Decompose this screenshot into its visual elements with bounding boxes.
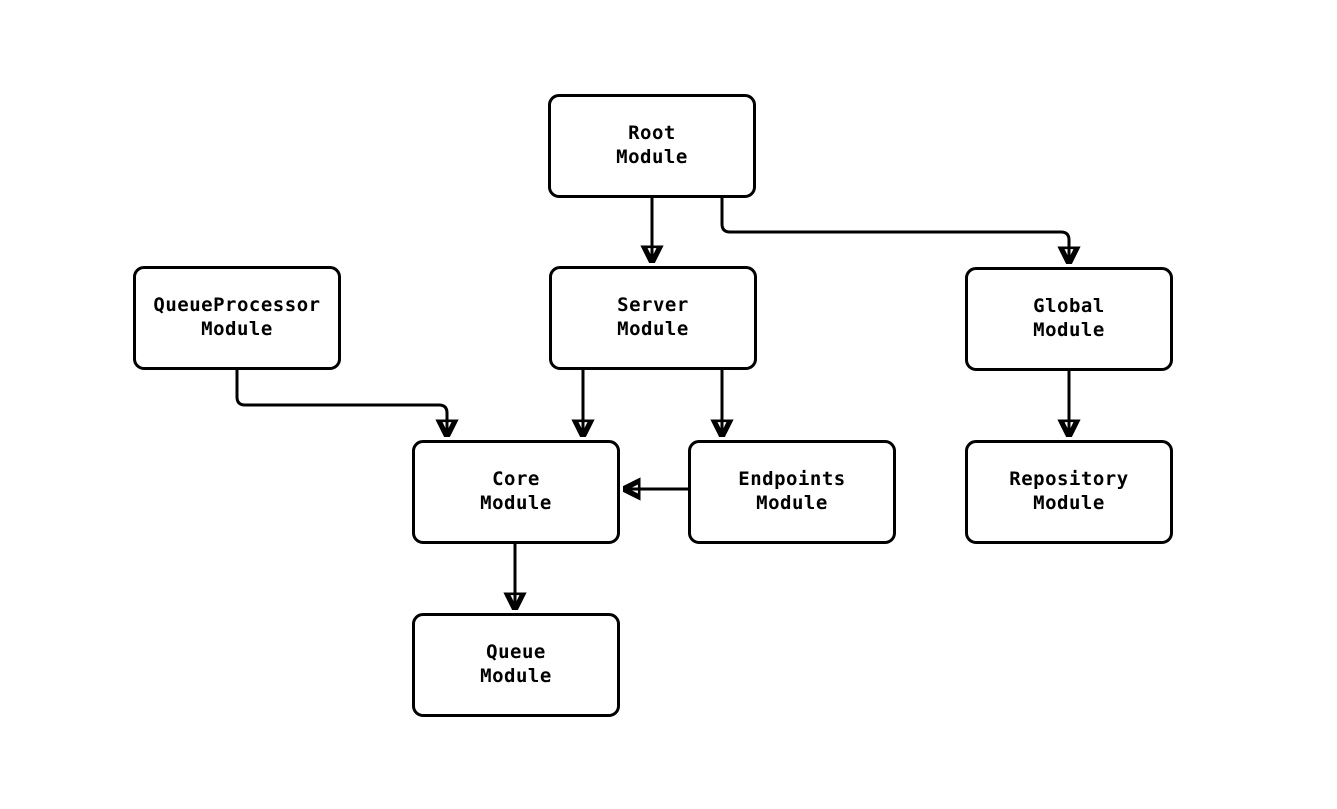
node-global-module: Global Module [965,267,1173,371]
node-core-module: Core Module [412,440,620,544]
node-queueprocessor-module-label: QueueProcessor Module [153,294,321,340]
node-repository-module: Repository Module [965,440,1173,544]
node-root-module: Root Module [548,94,756,198]
node-queueprocessor-module: QueueProcessor Module [133,266,341,370]
node-server-module: Server Module [549,266,757,370]
node-queue-module: Queue Module [412,613,620,717]
edge-root-to-global [720,198,1069,263]
node-core-module-label: Core Module [480,468,552,514]
node-endpoints-module-label: Endpoints Module [738,468,846,514]
edge-queueprocessor-to-core [235,370,447,436]
node-server-module-label: Server Module [617,294,689,340]
node-global-module-label: Global Module [1033,295,1105,341]
node-repository-module-label: Repository Module [1009,468,1129,514]
node-queue-module-label: Queue Module [480,641,552,687]
node-endpoints-module: Endpoints Module [688,440,896,544]
node-root-module-label: Root Module [616,122,688,168]
